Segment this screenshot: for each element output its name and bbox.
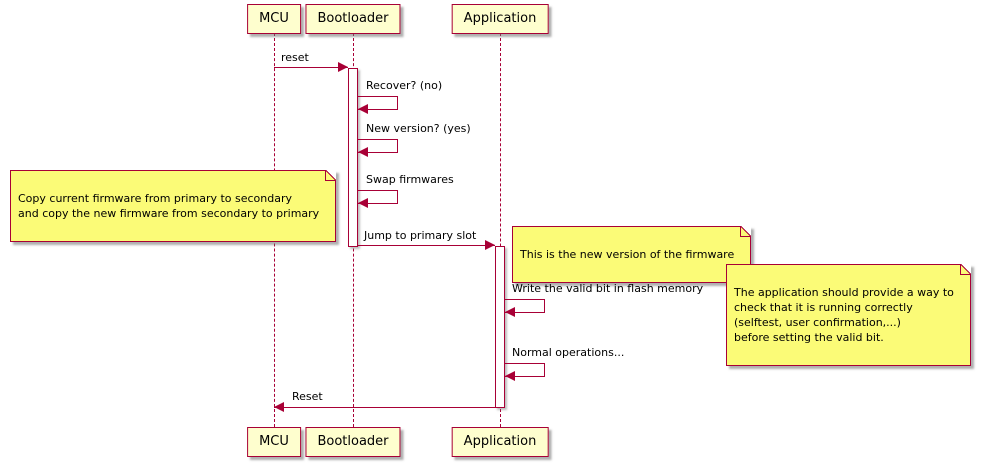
arrowhead-swap-firmwares: [358, 198, 368, 208]
participant-bootloader-top: Bootloader: [305, 4, 401, 34]
message-label-swap-firmwares: Swap firmwares: [366, 173, 454, 186]
arrowhead-jump-primary: [485, 240, 495, 250]
note-copy-firmware: Copy current firmware from primary to se…: [10, 170, 337, 242]
note-fold-icon: [959, 264, 971, 275]
note-fold-icon: [740, 226, 752, 237]
message-line-jump-primary: [358, 245, 495, 246]
note-selftest-text: The application should provide a way to …: [734, 286, 954, 344]
arrowhead-new-version: [358, 147, 368, 157]
note-new-version: This is the new version of the firmware: [512, 226, 752, 283]
message-label-new-version: New version? (yes): [366, 122, 471, 135]
arrowhead-normal-operations: [505, 371, 515, 381]
message-label-jump-primary: Jump to primary slot: [364, 229, 477, 242]
self-message-loop-recover: [358, 96, 398, 110]
self-message-loop-new-version: [358, 139, 398, 153]
activation-application: [495, 246, 505, 408]
note-copy-firmware-text: Copy current firmware from primary to se…: [18, 192, 320, 220]
self-message-loop-swap-firmwares: [358, 190, 398, 204]
note-selftest: The application should provide a way to …: [726, 264, 971, 366]
activation-bootloader: [348, 68, 358, 247]
message-line-reset-return: [274, 407, 495, 408]
participant-bootloader-bottom: Bootloader: [305, 427, 401, 457]
message-label-reset: reset: [281, 51, 309, 64]
note-fold-icon: [325, 170, 337, 181]
message-label-normal-operations: Normal operations...: [512, 346, 625, 359]
note-new-version-text: This is the new version of the firmware: [520, 248, 735, 261]
participant-application-top: Application: [451, 4, 549, 34]
participant-mcu-bottom: MCU: [247, 427, 301, 457]
message-label-recover: Recover? (no): [366, 79, 443, 92]
arrowhead-recover: [358, 104, 368, 114]
arrowhead-write-valid-bit: [505, 307, 515, 317]
participant-application-bottom: Application: [451, 427, 549, 457]
arrowhead-reset: [338, 62, 348, 72]
self-message-loop-write-valid-bit: [505, 299, 545, 313]
message-label-write-valid-bit: Write the valid bit in flash memory: [512, 282, 704, 295]
participant-mcu-top: MCU: [247, 4, 301, 34]
arrowhead-reset-return: [274, 402, 284, 412]
lifeline-application: [500, 33, 501, 427]
self-message-loop-normal-operations: [505, 363, 545, 377]
message-line-reset: [274, 67, 348, 68]
message-label-reset-return: Reset: [292, 390, 323, 403]
